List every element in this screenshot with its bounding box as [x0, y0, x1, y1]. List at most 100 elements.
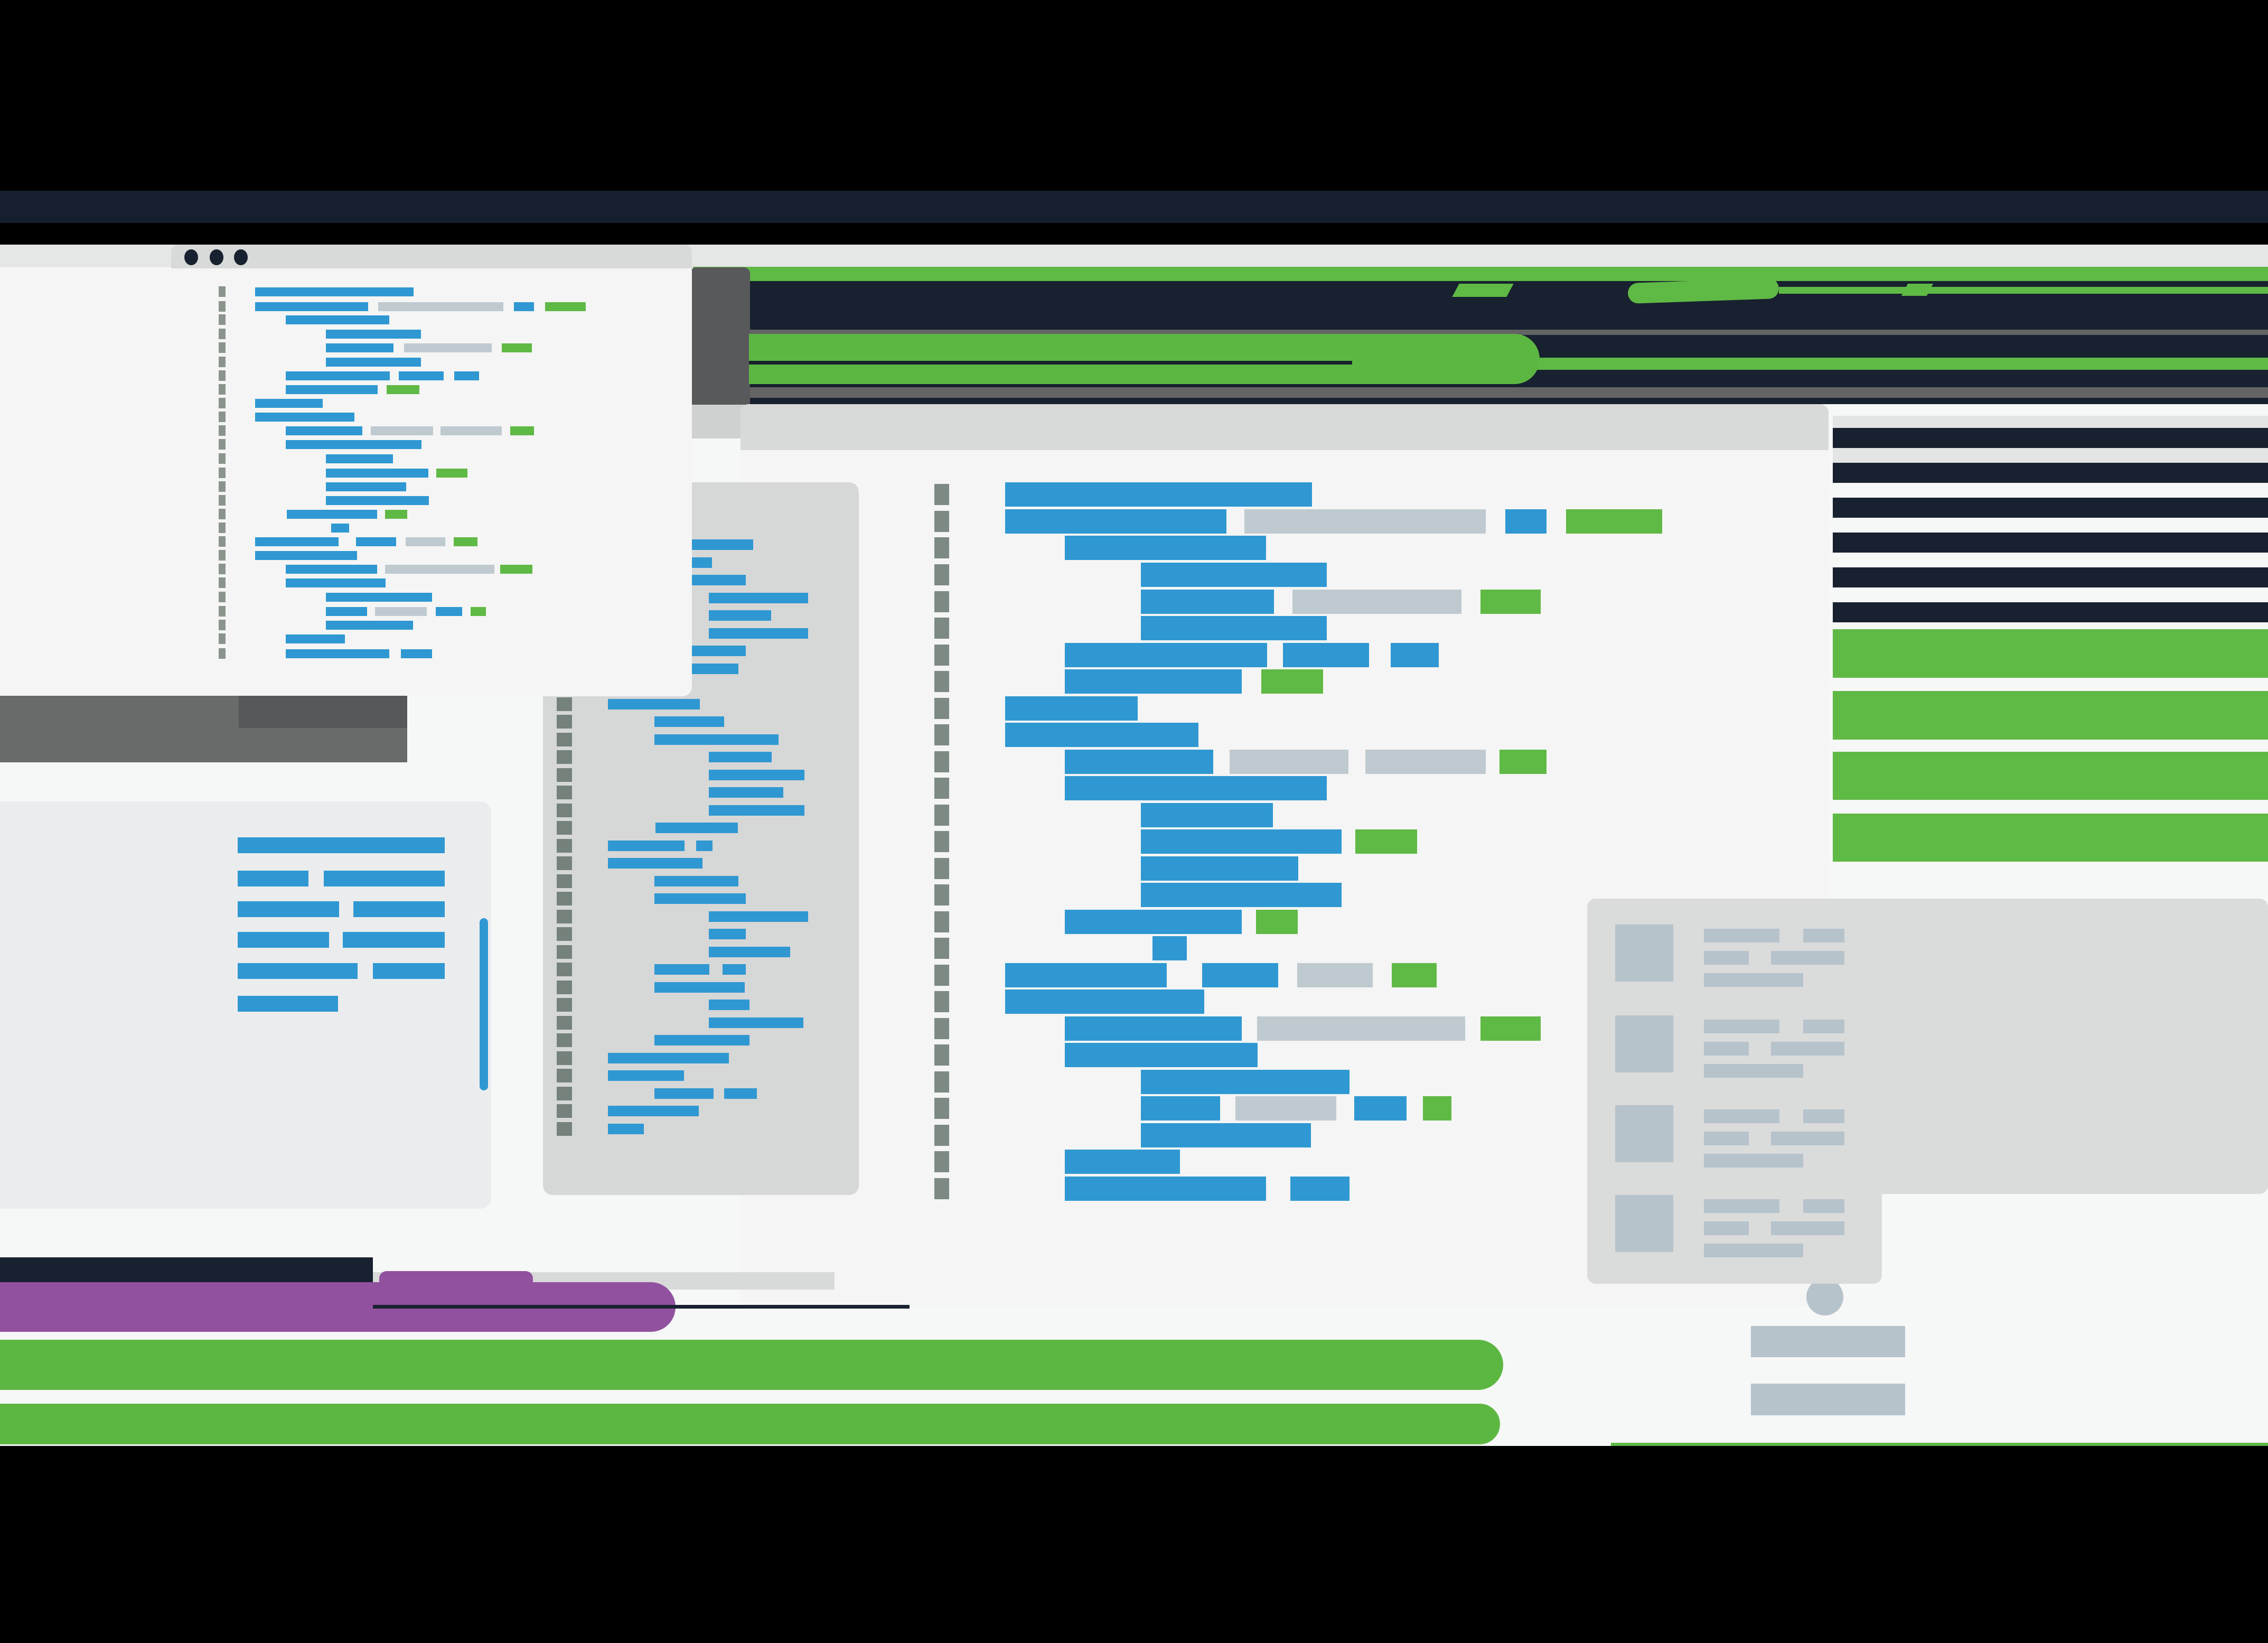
letterbox-bottom: [0, 1446, 2268, 1643]
main-editor-line-number-dot: [934, 991, 949, 1012]
list-item-text-line: [1771, 1042, 1844, 1056]
left-snippet-panel-code-bar: [324, 871, 445, 886]
traffic-light-2[interactable]: [210, 249, 223, 265]
main-editor-line-number-dot: [934, 831, 949, 852]
main-editor-code-bar: [1005, 963, 1167, 987]
ribbon-wedge-left: [1452, 284, 1514, 297]
top-left-editor-code-bar: [510, 426, 534, 435]
main-editor-code-bar: [1257, 1016, 1465, 1041]
top-left-editor-code-bar: [404, 343, 492, 352]
top-left-editor-code-bar: [326, 621, 413, 630]
top-left-editor-code-bar: [255, 302, 368, 311]
main-editor-code-bar: [1297, 963, 1373, 987]
middle-code-panel-code-bar: [709, 628, 808, 639]
middle-code-panel-code-bar: [696, 841, 713, 851]
list-item-thumbnail: [1615, 1015, 1673, 1072]
main-editor-code-bar: [1065, 1043, 1258, 1067]
middle-code-panel-line-number-dot: [557, 697, 572, 711]
list-item-text-line: [1704, 929, 1779, 942]
main-editor-line-number-dot: [934, 751, 949, 772]
list-item-text-line: [1803, 1199, 1844, 1213]
middle-code-panel-code-bar: [654, 982, 745, 993]
middle-code-panel-code-bar: [709, 911, 808, 922]
middle-code-panel-code-bar: [709, 929, 746, 939]
main-editor-line-number-dot: [934, 698, 949, 719]
main-editor-code-bar: [1141, 616, 1327, 640]
list-item-text-line: [1771, 951, 1844, 965]
main-editor-code-bar: [1256, 910, 1298, 934]
main-editor-code-bar: [1141, 590, 1274, 614]
top-left-editor-code-bar: [326, 482, 406, 491]
middle-code-panel-code-bar: [709, 1017, 803, 1028]
middle-code-panel-line-number-dot: [557, 839, 572, 853]
top-left-editor-code-bar: [326, 607, 367, 616]
middle-code-panel-code-bar: [608, 1070, 684, 1081]
main-editor-code-bar: [1005, 989, 1204, 1014]
top-left-editor-line-number-dot: [219, 509, 226, 519]
middle-code-panel-line-number-dot: [557, 1069, 572, 1082]
detail-bar-1: [1751, 1326, 1905, 1357]
list-item-text-line: [1704, 1154, 1803, 1168]
left-snippet-panel-code-bar: [353, 901, 445, 917]
main-editor-code-bar: [1065, 750, 1213, 774]
list-item-text-line: [1771, 1221, 1844, 1235]
middle-code-panel-code-bar: [608, 1106, 699, 1116]
top-left-editor-line-number-dot: [219, 314, 226, 325]
top-left-editor-code-bar: [326, 454, 393, 463]
middle-code-panel-code-bar: [654, 893, 746, 904]
top-left-editor-line-number-dot: [219, 536, 226, 547]
top-left-editor-line-number-dot: [219, 577, 226, 588]
left-snippet-panel-code-bar: [238, 996, 338, 1012]
middle-code-panel-line-number-dot: [557, 768, 572, 782]
top-left-editor-code-bar: [326, 330, 421, 339]
main-editor-code-bar: [1065, 1150, 1180, 1174]
middle-code-panel-code-bar: [723, 964, 746, 975]
main-editor-code-bar: [1230, 750, 1348, 774]
band-navy-thin: [693, 398, 2268, 404]
right-stripe-green: [1833, 629, 2268, 678]
list-item-text-line: [1704, 1042, 1749, 1056]
right-stripe-green: [1833, 814, 2268, 862]
top-left-editor-line-number-dot: [219, 412, 226, 422]
middle-code-panel-line-number-dot: [557, 804, 572, 817]
main-editor-code-bar: [1065, 776, 1327, 800]
bottom-navy-line: [373, 1305, 910, 1309]
top-left-editor-code-bar: [255, 537, 339, 546]
top-left-editor-line-number-dot: [219, 522, 226, 533]
main-editor-line-number-dot: [934, 1151, 949, 1172]
main-editor-code-bar: [1480, 590, 1541, 614]
middle-code-panel-code-bar: [655, 823, 738, 833]
main-editor-code-bar: [1141, 1123, 1311, 1147]
green-pill-1: [0, 1340, 1503, 1390]
main-editor-line-number-dot: [934, 724, 949, 745]
list-item-text-line: [1803, 1020, 1844, 1033]
middle-code-panel-line-number-dot: [557, 927, 572, 941]
middle-code-panel-code-bar: [709, 787, 783, 798]
left-panel-scrollbar[interactable]: [480, 918, 488, 1090]
main-editor-line-number-dot: [934, 1098, 949, 1119]
list-item-text-line: [1771, 1132, 1844, 1145]
main-editor-code-bar: [1355, 829, 1417, 854]
browser-tab-stub: [690, 405, 750, 438]
browser-tab: [690, 267, 750, 405]
traffic-light-1[interactable]: [184, 249, 198, 265]
top-left-editor-code-bar: [378, 302, 503, 311]
top-left-editor-code-bar: [326, 469, 428, 478]
band-green-top: [693, 267, 2268, 281]
main-editor-line-number-dot: [934, 1018, 949, 1039]
main-editor-line-number-dot: [934, 537, 949, 558]
main-editor-line-number-dot: [934, 591, 949, 612]
main-editor-code-bar: [1290, 1177, 1349, 1201]
main-editor-code-bar: [1354, 1096, 1407, 1121]
top-left-editor-code-bar: [326, 496, 429, 505]
traffic-light-3[interactable]: [234, 249, 248, 265]
right-stripe-navy: [1833, 533, 2268, 553]
top-left-editor-line-number-dot: [219, 633, 226, 644]
ribbon-line: [1779, 287, 2268, 294]
main-editor-code-bar: [1261, 669, 1323, 694]
top-left-editor-code-bar: [331, 524, 349, 533]
top-left-editor-code-bar: [326, 343, 393, 352]
top-left-editor-code-bar: [471, 607, 486, 616]
top-left-editor-code-bar: [286, 385, 378, 394]
middle-code-panel-code-bar: [709, 805, 804, 816]
